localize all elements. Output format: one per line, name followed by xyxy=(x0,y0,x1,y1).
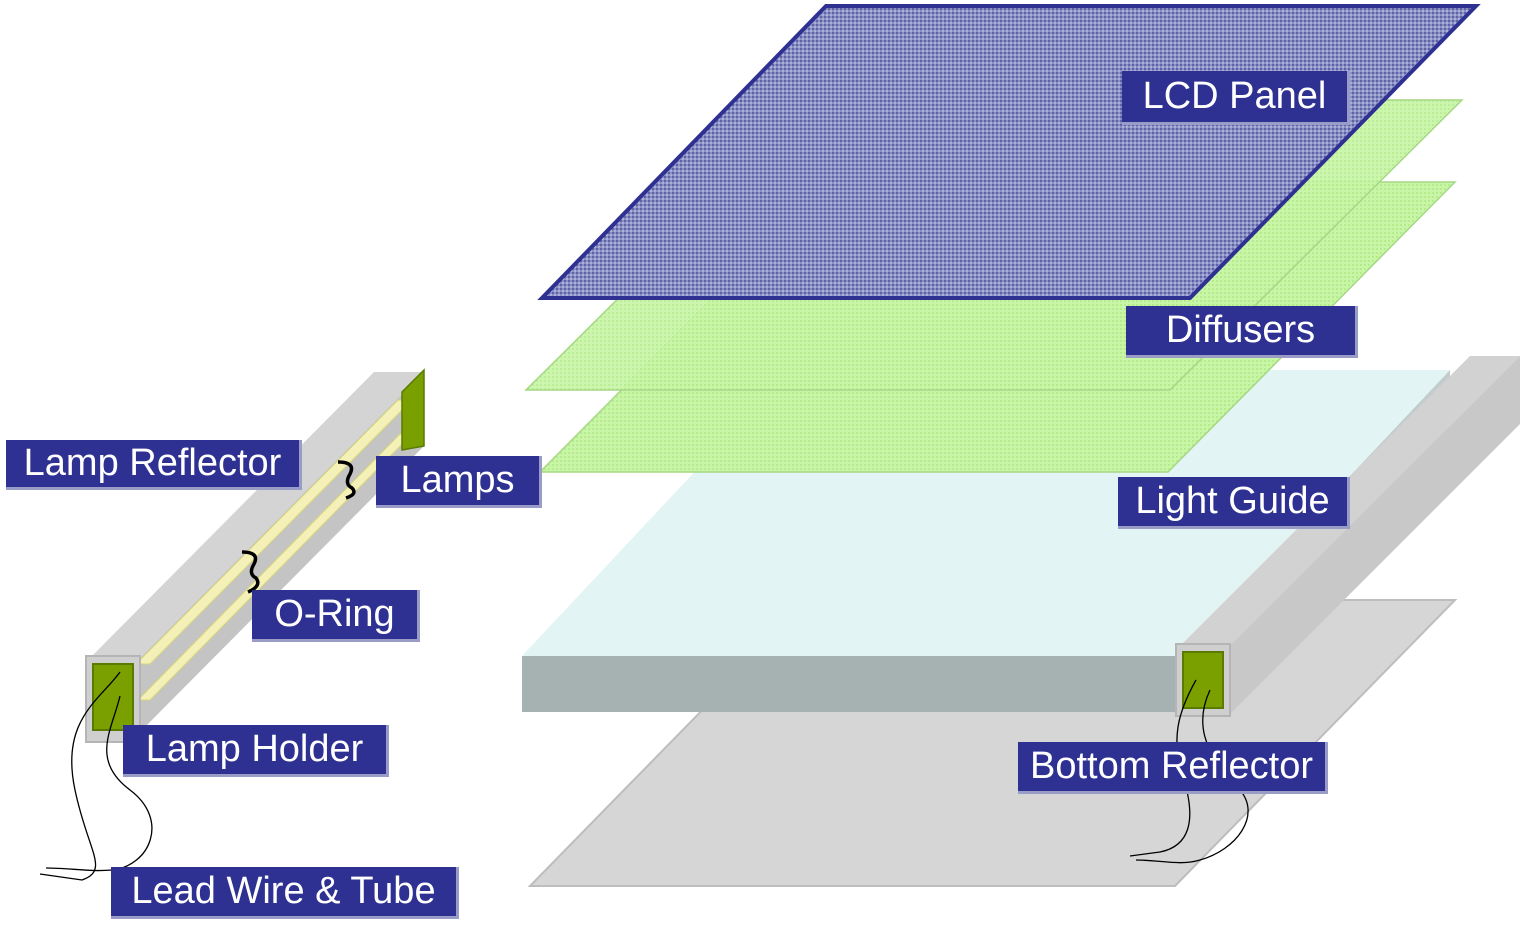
o-ring-upper xyxy=(337,460,356,500)
label-diffusers: Diffusers xyxy=(1126,306,1358,358)
label-o-ring: O-Ring xyxy=(252,590,420,642)
o-ring-lower xyxy=(241,550,260,594)
lamp-holder-back xyxy=(401,368,425,451)
lamp-reflector-side xyxy=(138,372,424,734)
label-lead-wire-tube: Lead Wire & Tube xyxy=(111,867,459,919)
label-lcd-panel: LCD Panel xyxy=(1122,71,1350,125)
lead-wire-left-2 xyxy=(45,695,153,872)
guide-lamp-reflector-top xyxy=(1180,356,1520,646)
lead-wire-right-2 xyxy=(1135,689,1249,864)
label-light-guide: Light Guide xyxy=(1118,477,1350,529)
label-bottom-reflector: Bottom Reflector xyxy=(1018,742,1328,794)
label-lamp-holder: Lamp Holder xyxy=(123,725,389,777)
label-lamps: Lamps xyxy=(376,456,542,508)
guide-lamp-holder xyxy=(1182,651,1224,709)
label-lamp-reflector: Lamp Reflector xyxy=(6,440,302,490)
guide-lamp-reflector-side xyxy=(1230,356,1520,714)
light-guide-front xyxy=(522,656,1180,712)
lamp-reflector-top xyxy=(88,372,424,660)
